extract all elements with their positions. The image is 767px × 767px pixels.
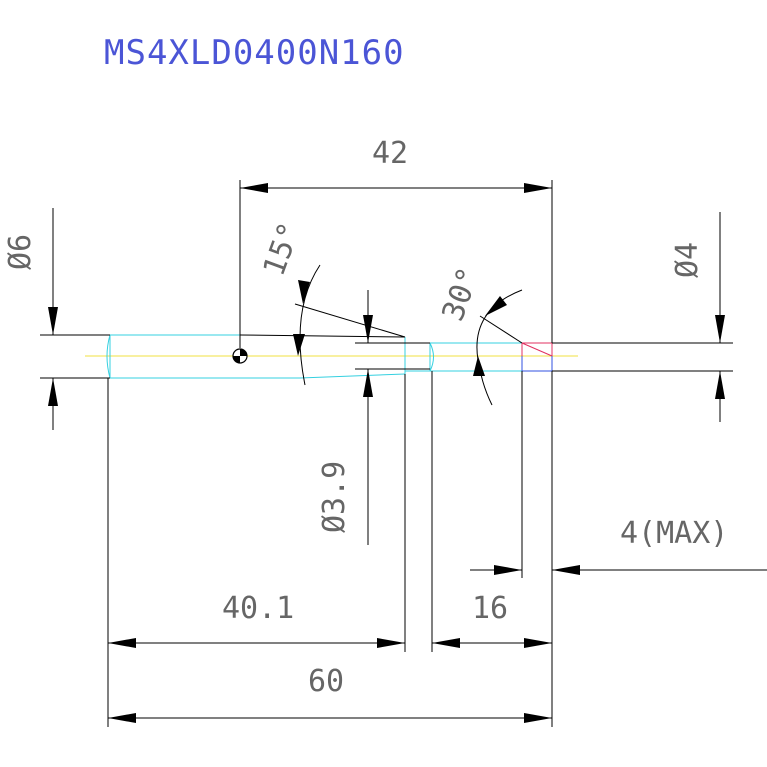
part-number-title: MS4XLD0400N160 — [104, 33, 405, 73]
angle-15: 15° — [257, 218, 406, 386]
dimension-dia3-9: Ø3.9 — [317, 290, 373, 545]
dimension-42-label: 42 — [372, 136, 408, 171]
dimension-4max-label: 4(MAX) — [620, 516, 728, 551]
tip-outline — [521, 342, 553, 372]
dimension-16-label: 16 — [472, 591, 508, 626]
angle-30: 30° — [436, 263, 523, 406]
center-mark-icon — [232, 348, 248, 364]
angle-15-label: 15° — [257, 218, 308, 281]
dimension-60-label: 60 — [308, 664, 344, 699]
dimension-dia4: Ø4 — [552, 212, 733, 422]
dimension-dia6-label: Ø6 — [3, 234, 38, 270]
dimension-42: 42 — [239, 136, 553, 348]
dimension-4max: 4(MAX) — [470, 516, 767, 575]
dimension-40-1: 40.1 — [108, 591, 405, 648]
dimension-dia4-label: Ø4 — [670, 242, 705, 278]
dimension-40-1-label: 40.1 — [222, 591, 294, 626]
shank-outline — [106, 334, 522, 379]
body-taper — [239, 334, 430, 370]
dimension-16: 16 — [432, 591, 552, 648]
dimension-dia6: Ø6 — [3, 208, 110, 430]
dimension-dia3-9-label: Ø3.9 — [317, 461, 352, 533]
angle-30-label: 30° — [436, 263, 487, 326]
dimension-60: 60 — [108, 664, 552, 723]
extension-lines — [107, 371, 553, 727]
